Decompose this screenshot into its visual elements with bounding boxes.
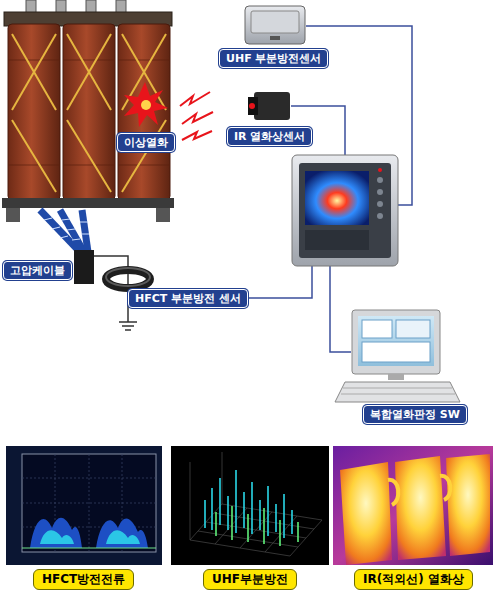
label-text: 이상열화	[124, 136, 168, 149]
transformer-coils	[8, 24, 170, 200]
computer	[335, 310, 460, 402]
label-text: IR 열화상센서	[234, 130, 305, 143]
uhf-3d-plot	[171, 446, 329, 565]
part-label: 고압케이블	[3, 261, 72, 280]
sensor-label: HFCT 부분방전 센서	[128, 289, 248, 308]
label-text: UHF부분방전	[212, 572, 288, 587]
label-text: HFCT방전전류	[42, 572, 125, 587]
software-label: 복합열화판정 SW	[363, 405, 467, 424]
panel-caption: IR(적외선) 열화상	[354, 569, 473, 590]
label-text: UHF 부분방전센서	[226, 52, 321, 65]
label-text: HFCT 부분방전 센서	[135, 292, 241, 305]
signal-wires	[238, 26, 412, 352]
sensor-label: IR 열화상센서	[227, 127, 312, 146]
discharge-signal	[180, 92, 213, 140]
sensor-label: UHF 부분방전센서	[219, 49, 328, 68]
panel-caption: UHF부분방전	[203, 569, 297, 590]
uhf-sensor	[245, 6, 305, 44]
ground-symbol	[119, 322, 137, 330]
fault-burst	[124, 82, 168, 127]
label-text: 복합열화판정 SW	[370, 408, 460, 421]
ir-thermal-image	[333, 446, 493, 565]
hfct-plot	[6, 446, 162, 565]
fault-label: 이상열화	[117, 133, 175, 152]
base-frame	[2, 198, 174, 222]
panel-caption: HFCT방전전류	[33, 569, 134, 590]
hfct-ring-highlight	[106, 268, 150, 286]
label-text: IR(적외선) 열화상	[363, 572, 464, 587]
ir-camera	[248, 92, 290, 120]
controller-unit	[292, 155, 398, 266]
label-text: 고압케이블	[10, 264, 65, 277]
